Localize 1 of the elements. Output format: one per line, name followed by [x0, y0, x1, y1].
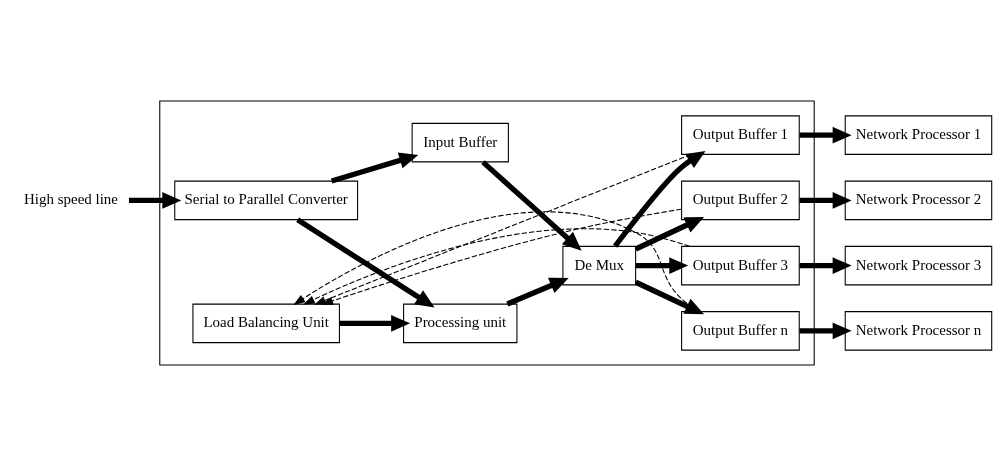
node-text: High speed line: [23, 190, 118, 207]
